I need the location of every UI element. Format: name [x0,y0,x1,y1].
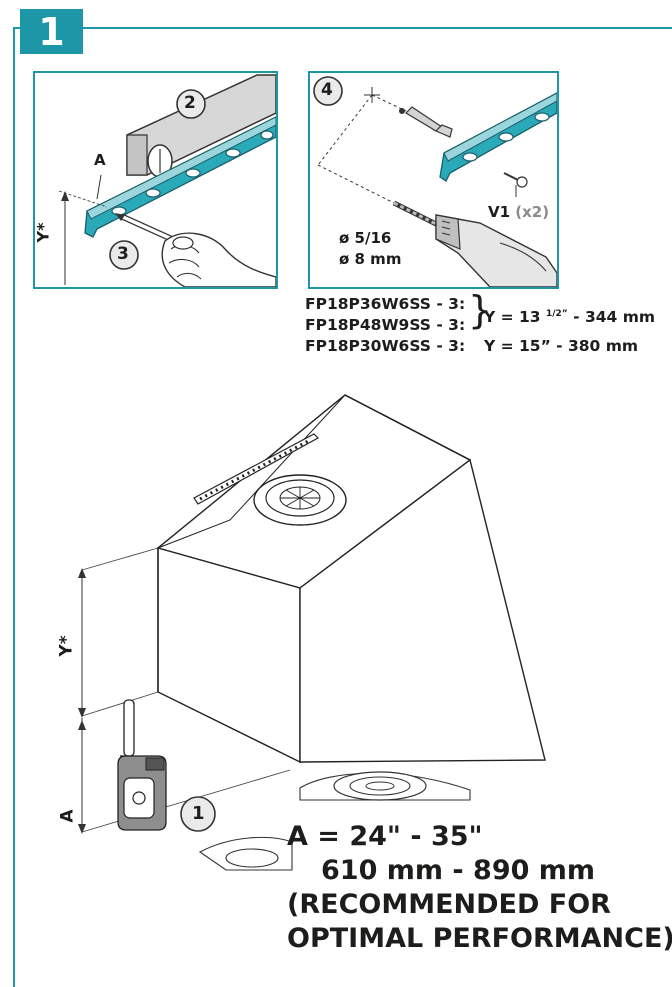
model-y-value: Y = 15” - 380 mm [484,337,639,355]
model-row: FP18P36W6SS - 3: [305,294,465,315]
main-label-y: Y* [56,635,77,657]
panel-drill-anchor-illustration [313,76,557,287]
panel-mark-bracket-illustration [58,74,276,287]
group-value-sup: 1/2” [545,309,568,319]
height-specification: A = 24" - 35" 610 mm - 890 mm (RECOMMEND… [287,820,672,956]
screw-code-label: V1 (x2) [488,203,549,221]
screw-quantity: (x2) [515,203,550,221]
step-number-badge: 1 [20,9,83,54]
model-dimension-table: FP18P36W6SS - 3: FP18P48W9SS - 3: FP18P3… [305,289,655,357]
screw-code: V1 [488,203,511,221]
frame-top-rule [13,27,672,29]
spec-line-2: 610 mm - 890 mm [321,855,596,886]
frame-left-rule [13,27,15,987]
spec-line-4: OPTIMAL PERFORMANCE) [287,923,672,954]
model-code: FP18P48W9SS - 3: [305,316,466,334]
main-callout-1: 1 [192,803,205,824]
model-group-brace: } [468,288,493,332]
model-row: FP18P48W9SS - 3: [305,315,465,336]
drill-size-metric: ø 8 mm [339,250,402,268]
model-group-y-value: Y = 13 1/2” - 344 mm [484,304,655,328]
group-value-suffix: - 344 mm [573,308,656,327]
spec-line-3: (RECOMMENDED FOR [287,889,611,920]
drill-size-imperial: ø 5/16 [339,229,392,247]
panel-drill-callout-4: 4 [321,80,333,100]
main-label-a: A [57,809,78,823]
panel-mark-bracket: 2 3 A Y* [33,71,278,289]
model-code: FP18P30W6SS - 3: [305,337,466,355]
group-value-prefix: Y = 13 [484,308,541,327]
panel-mark-callout-2: 2 [184,93,196,113]
spec-line-1: A = 24" - 35" [287,821,483,852]
bracket-label-a: A [94,151,106,169]
panel-mark-callout-3: 3 [117,244,129,264]
panel-drill-anchor: 4 V1 (x2) ø 5/16 ø 8 mm [308,71,559,289]
model-code: FP18P36W6SS - 3: [305,295,466,313]
model-row: FP18P30W6SS - 3: Y = 15” - 380 mm [305,336,638,357]
